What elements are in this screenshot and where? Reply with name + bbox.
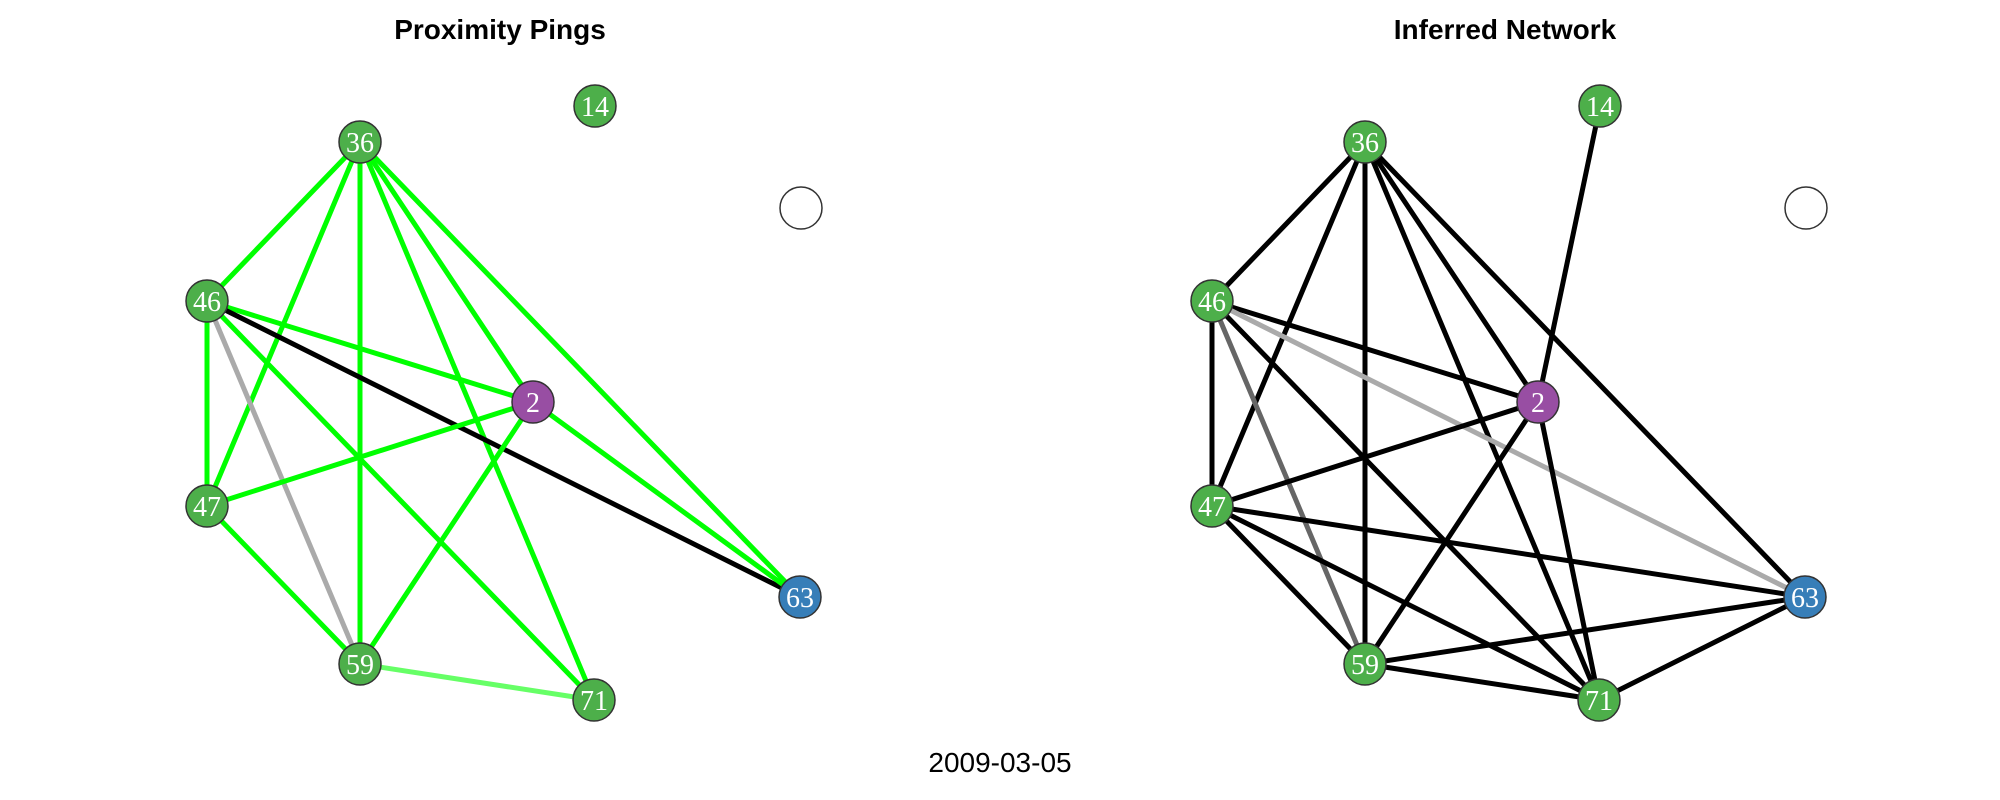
node-circle-blank <box>779 186 823 230</box>
node-71: 71 <box>572 678 616 722</box>
node-47: 47 <box>1190 484 1234 528</box>
edge-36-63 <box>357 139 803 600</box>
edge-36-2 <box>1362 139 1541 405</box>
edge-47-2 <box>204 399 536 509</box>
inferred-nodes: 14 36 46 2 47 63 59 71 <box>1190 84 1828 722</box>
node-circle-14 <box>1578 84 1622 128</box>
node-circle-59 <box>1343 642 1387 686</box>
edge-59-71 <box>357 661 597 703</box>
node-label-46: 46 <box>1198 287 1226 318</box>
node-label-47: 47 <box>193 492 221 523</box>
edge-2-71 <box>1535 399 1602 703</box>
node-label-59: 59 <box>1351 650 1379 681</box>
node-label-59: 59 <box>346 650 374 681</box>
inferred-edges <box>1209 103 1808 703</box>
edge-47-63 <box>1209 503 1808 600</box>
node-circle-2 <box>1516 380 1560 424</box>
node-46: 46 <box>1190 279 1234 323</box>
node-circle-14 <box>573 84 617 128</box>
edge-46-2 <box>1209 298 1541 405</box>
node-label-36: 36 <box>346 128 374 159</box>
edge-14-2 <box>1535 103 1603 405</box>
node-circle-36 <box>1343 120 1387 164</box>
node-circle-47 <box>185 484 229 528</box>
node-circle-47 <box>1190 484 1234 528</box>
node-46: 46 <box>185 279 229 323</box>
proximity-pings-panel: Proximity Pings 14 36 46 2 47 63 59 71 <box>185 14 823 722</box>
date-label: 2009-03-05 <box>928 747 1071 778</box>
node-label-47: 47 <box>1198 492 1226 523</box>
edge-46-71 <box>1209 298 1602 703</box>
edge-2-59 <box>1362 399 1541 667</box>
node-59: 59 <box>1343 642 1387 686</box>
node-14: 14 <box>1578 84 1622 128</box>
node-circle-71 <box>572 678 616 722</box>
edge-46-2 <box>204 298 536 405</box>
node-circle-63 <box>1783 575 1827 619</box>
node-label-14: 14 <box>581 92 609 123</box>
node-47: 47 <box>185 484 229 528</box>
node-63: 63 <box>778 575 822 619</box>
edge-2-63 <box>530 399 803 600</box>
proximity-nodes: 14 36 46 2 47 63 59 71 <box>185 84 823 722</box>
panel-title-proximity: Proximity Pings <box>394 14 606 45</box>
node-63: 63 <box>1783 575 1827 619</box>
edge-2-59 <box>357 399 536 667</box>
inferred-network-panel: Inferred Network 14 36 46 2 47 63 59 71 <box>1190 14 1828 722</box>
node-59: 59 <box>338 642 382 686</box>
edge-36-46 <box>204 139 363 304</box>
edge-47-59 <box>1209 503 1368 667</box>
node-2: 2 <box>511 380 555 424</box>
node-circle-46 <box>1190 279 1234 323</box>
proximity-edges <box>204 139 803 703</box>
edge-36-46 <box>1209 139 1368 304</box>
edge-47-59 <box>204 503 363 667</box>
node-label-63: 63 <box>1791 583 1819 614</box>
edge-71-63 <box>1596 594 1808 703</box>
node-label-14: 14 <box>1586 92 1614 123</box>
node-circle-71 <box>1577 678 1621 722</box>
node-36: 36 <box>338 120 382 164</box>
node-circle-blank <box>1784 186 1828 230</box>
node-label-46: 46 <box>193 287 221 318</box>
node-label-71: 71 <box>1585 686 1613 717</box>
node-label-2: 2 <box>1531 388 1545 419</box>
node-label-36: 36 <box>1351 128 1379 159</box>
edge-47-2 <box>1209 399 1541 509</box>
node-circle-36 <box>338 120 382 164</box>
node-label-2: 2 <box>526 388 540 419</box>
edge-59-71 <box>1362 661 1602 703</box>
node-circle-59 <box>338 642 382 686</box>
node-circle-63 <box>778 575 822 619</box>
node-71: 71 <box>1577 678 1621 722</box>
node-label-63: 63 <box>786 583 814 614</box>
edge-36-2 <box>357 139 536 405</box>
node-2: 2 <box>1516 380 1560 424</box>
node-blank <box>779 186 823 230</box>
node-circle-2 <box>511 380 555 424</box>
node-blank <box>1784 186 1828 230</box>
node-label-71: 71 <box>580 686 608 717</box>
edge-36-63 <box>1362 139 1808 600</box>
edge-46-71 <box>204 298 597 703</box>
panel-title-inferred: Inferred Network <box>1394 14 1617 45</box>
node-36: 36 <box>1343 120 1387 164</box>
node-14: 14 <box>573 84 617 128</box>
node-circle-46 <box>185 279 229 323</box>
edge-59-63 <box>1362 594 1808 667</box>
